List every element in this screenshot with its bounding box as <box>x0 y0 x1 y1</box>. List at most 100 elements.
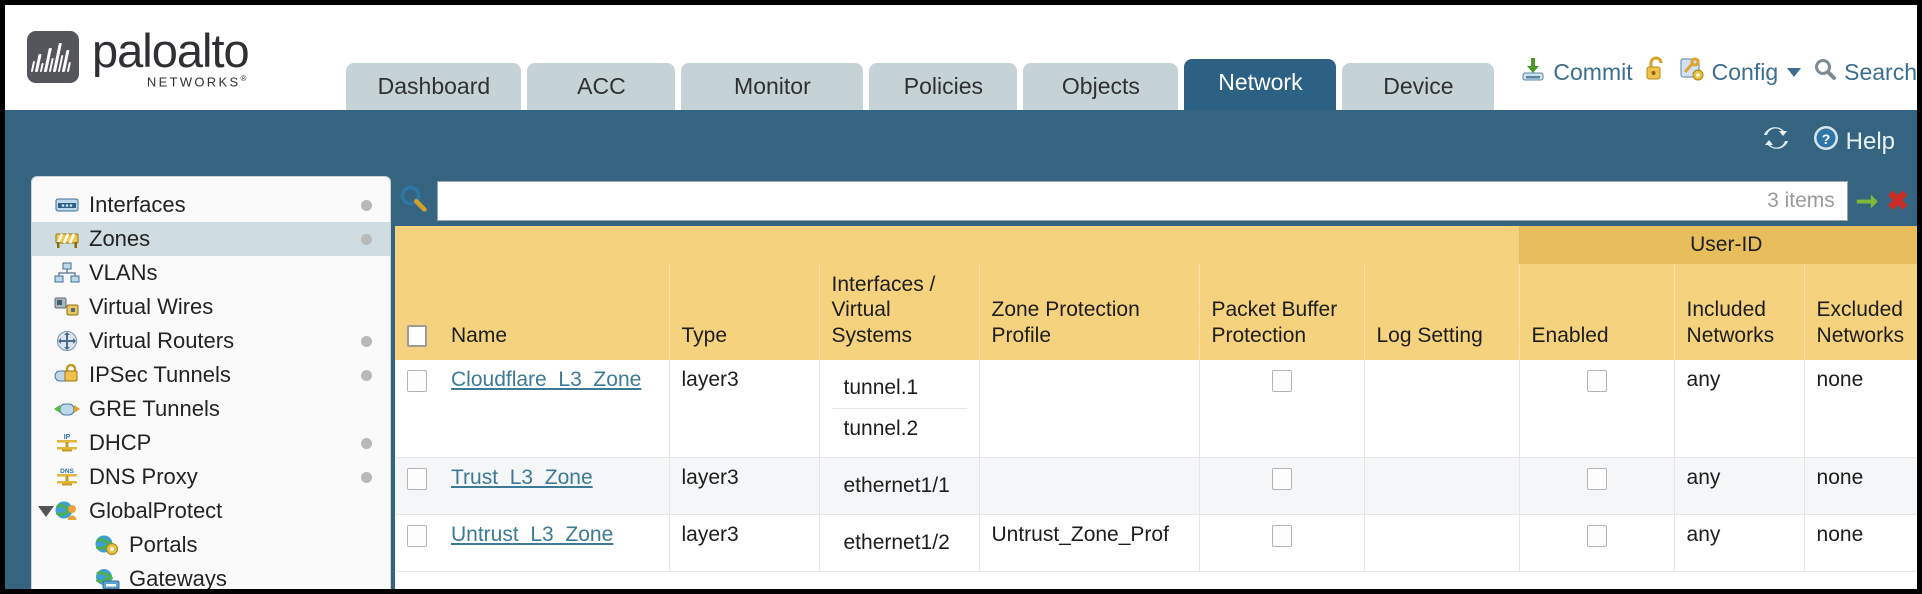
globalprotect-icon <box>54 500 80 522</box>
status-dot-icon <box>361 369 372 381</box>
cell-packet-buffer-protection[interactable] <box>1199 457 1365 516</box>
tab-acc[interactable]: ACC <box>527 62 676 110</box>
status-dot-icon <box>361 437 372 449</box>
virtual-routers-icon <box>54 330 80 352</box>
cell-userid-enabled[interactable] <box>1519 457 1675 516</box>
zone-name-link[interactable]: Untrust_L3_Zone <box>451 523 614 547</box>
dhcp-icon: IP <box>54 432 80 454</box>
sidebar-item-vlans[interactable]: VLANs <box>32 256 390 290</box>
sidebar-item-virtual-wires[interactable]: Virtual Wires <box>32 290 390 324</box>
green-arrow-apply-icon[interactable]: ➞ <box>1855 185 1879 216</box>
sidebar-item-virtual-routers[interactable]: Virtual Routers <box>32 324 390 358</box>
row-select-checkbox[interactable] <box>407 369 427 392</box>
svg-text:?: ? <box>1821 131 1830 147</box>
tab-device[interactable]: Device <box>1342 62 1495 110</box>
sidebar-item-label: GRE Tunnels <box>89 396 220 421</box>
interface-entry: ethernet1/1 <box>843 474 950 498</box>
sub-toolbar: ? Help <box>5 110 1917 176</box>
row-select-cell[interactable] <box>395 360 439 459</box>
packet-buffer-protection-checkbox[interactable] <box>1271 524 1292 547</box>
cell-packet-buffer-protection[interactable] <box>1199 514 1365 573</box>
help-question-icon: ? <box>1812 124 1840 159</box>
refresh-button[interactable] <box>1762 124 1790 159</box>
userid-enabled-checkbox[interactable] <box>1586 369 1607 392</box>
select-all-header[interactable] <box>395 263 439 361</box>
userid-enabled-checkbox[interactable] <box>1586 524 1607 547</box>
tab-dashboard[interactable]: Dashboard <box>346 62 522 110</box>
sidebar-item-label: IPSec Tunnels <box>89 362 231 387</box>
brand-logo: paloalto NETWORKS® <box>5 27 336 110</box>
sidebar-item-label: Portals <box>129 532 198 557</box>
interface-entry: ethernet1/2 <box>843 531 950 555</box>
tab-objects[interactable]: Objects <box>1023 62 1179 110</box>
row-select-cell[interactable] <box>395 457 439 516</box>
tab-policies[interactable]: Policies <box>869 62 1018 110</box>
sidebar-item-ipsec-tunnels[interactable]: IPSec Tunnels <box>32 358 390 392</box>
config-label: Config <box>1711 58 1779 85</box>
userid-enabled-checkbox[interactable] <box>1586 467 1607 490</box>
paloalto-logo-icon <box>27 31 79 84</box>
zones-icon <box>54 228 80 250</box>
status-dot-icon <box>361 199 372 211</box>
unlocked-padlock-icon <box>1645 56 1667 88</box>
tab-network[interactable]: Network <box>1184 58 1337 110</box>
select-all-checkbox[interactable] <box>407 325 427 348</box>
interface-entry: tunnel.2 <box>843 417 919 441</box>
tab-label: Network <box>1218 68 1303 95</box>
lock-button[interactable] <box>1645 56 1667 88</box>
red-x-clear-icon[interactable]: ✖ <box>1886 185 1909 216</box>
filter-search-icon[interactable] <box>399 184 429 219</box>
sidebar-item-label: DHCP <box>89 430 152 455</box>
row-select-checkbox[interactable] <box>407 467 427 490</box>
search-input[interactable]: 3 items <box>437 181 1848 221</box>
cell-userid-enabled[interactable] <box>1519 360 1675 459</box>
sidebar-item-label: GlobalProtect <box>89 498 223 523</box>
cell-userid-enabled[interactable] <box>1519 514 1675 573</box>
tab-monitor[interactable]: Monitor <box>681 62 864 110</box>
sidebar-item-portals[interactable]: Portals <box>32 528 390 562</box>
status-dot-icon <box>361 471 372 483</box>
packet-buffer-protection-checkbox[interactable] <box>1271 467 1292 490</box>
virtual-wires-icon <box>54 296 80 318</box>
cell-name: Cloudflare_L3_Zone <box>439 360 670 459</box>
cell-type: layer3 <box>669 514 820 573</box>
cell-packet-buffer-protection[interactable] <box>1199 360 1365 459</box>
sidebar-item-dhcp[interactable]: IP DHCP <box>32 426 390 460</box>
search-button[interactable]: Search <box>1813 57 1917 87</box>
sidebar-item-label: Interfaces <box>89 192 186 217</box>
column-header-incnets: Included Networks <box>1674 263 1805 361</box>
zone-name-link[interactable]: Cloudflare_L3_Zone <box>451 368 642 392</box>
tab-label: ACC <box>577 72 626 99</box>
sidebar-item-gre-tunnels[interactable]: GRE Tunnels <box>32 392 390 426</box>
status-dot-icon <box>361 233 372 245</box>
help-button[interactable]: ? Help <box>1812 124 1895 159</box>
commit-button[interactable]: Commit <box>1520 56 1633 88</box>
packet-buffer-protection-checkbox[interactable] <box>1271 369 1292 392</box>
collapse-triangle-icon[interactable] <box>38 505 54 517</box>
row-select-checkbox[interactable] <box>407 524 427 547</box>
ipsec-tunnels-icon <box>54 363 80 386</box>
column-header-pbp: Packet Buffer Protection <box>1199 263 1365 361</box>
row-select-cell[interactable] <box>395 514 439 573</box>
sidebar-item-label: Virtual Routers <box>89 328 235 353</box>
cell-included-networks: any <box>1674 360 1805 459</box>
help-label: Help <box>1845 127 1895 155</box>
config-menu-button[interactable]: Config <box>1679 56 1802 88</box>
sidebar-item-gateways[interactable]: Gateways <box>32 562 390 589</box>
zone-name-link[interactable]: Trust_L3_Zone <box>451 466 593 490</box>
sidebar-item-interfaces[interactable]: Interfaces <box>32 188 390 222</box>
sidebar-item-zones[interactable]: Zones <box>32 222 390 256</box>
tab-label: Objects <box>1061 72 1140 99</box>
sidebar-item-globalprotect[interactable]: GlobalProtect <box>32 494 390 528</box>
commit-download-icon <box>1520 56 1546 88</box>
